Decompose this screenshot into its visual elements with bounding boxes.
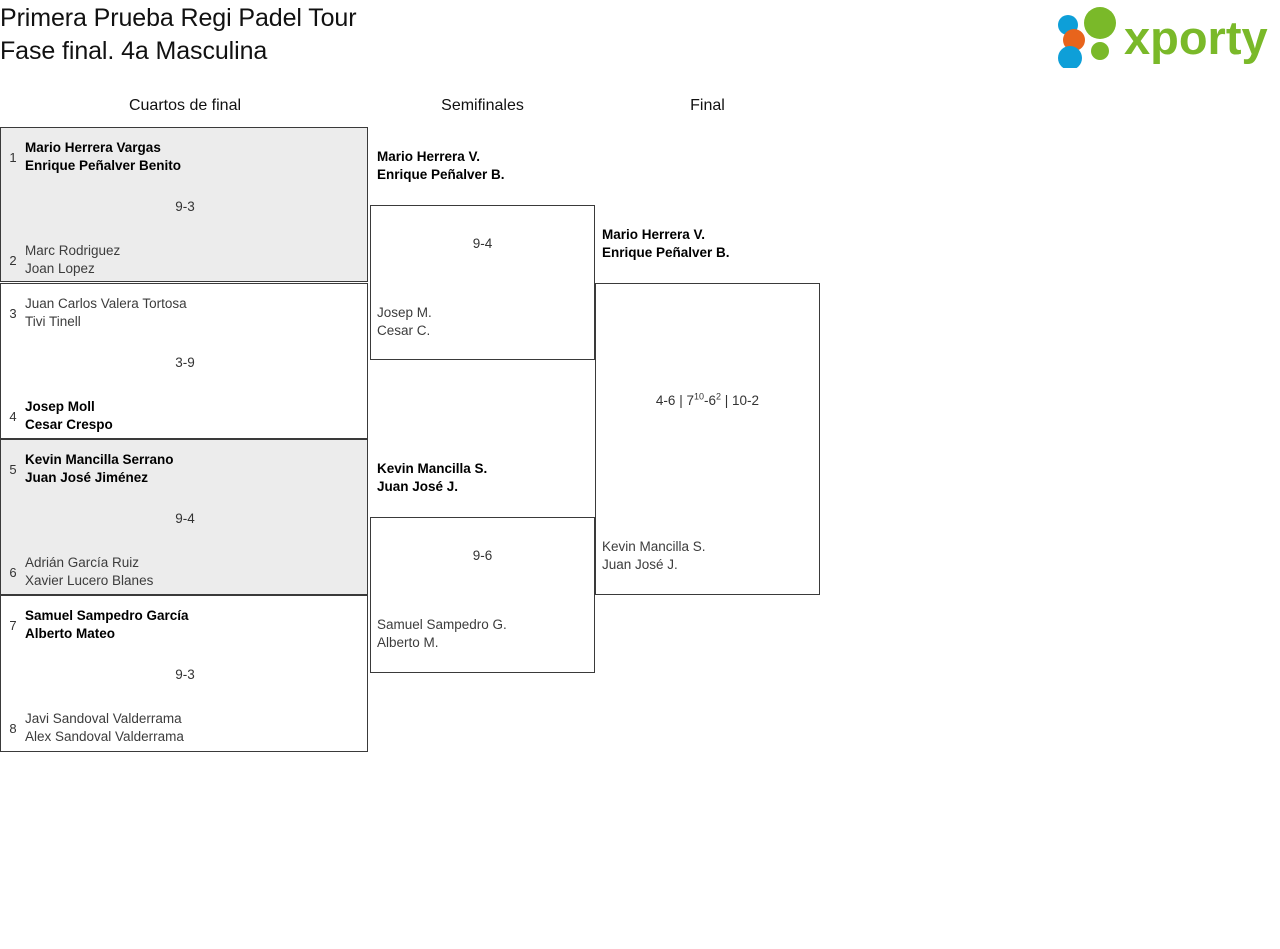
player-name: Juan José Jiménez xyxy=(25,470,149,485)
player-name: Cesar Crespo xyxy=(25,417,113,432)
player-name: Kevin Mancilla S. xyxy=(377,461,488,476)
team-names: Josep Moll Cesar Crespo xyxy=(25,398,369,434)
match-quarterfinal-2[interactable]: 3 Juan Carlos Valera Tortosa Tivi Tinell… xyxy=(0,283,368,439)
player-name: Juan José J. xyxy=(602,557,678,572)
player-name: Enrique Peñalver Benito xyxy=(25,158,182,173)
round-header-final: Final xyxy=(690,97,725,114)
player-name: Tivi Tinell xyxy=(25,314,81,329)
team-names: Adrián García Ruiz Xavier Lucero Blanes xyxy=(25,554,369,590)
table-row[interactable]: 2 Marc Rodriguez Joan Lopez xyxy=(1,242,369,278)
table-row[interactable]: 6 Adrián García Ruiz Xavier Lucero Blane… xyxy=(1,554,369,590)
final-bottom-team: Kevin Mancilla S. Juan José J. xyxy=(602,538,706,574)
table-row[interactable]: 7 Samuel Sampedro García Alberto Mateo xyxy=(1,607,369,643)
player-name: Marc Rodriguez xyxy=(25,243,121,258)
player-name: Josep M. xyxy=(377,305,432,320)
score-separator: | xyxy=(675,393,687,408)
match-quarterfinal-1[interactable]: 1 Mario Herrera Vargas Enrique Peñalver … xyxy=(0,127,368,282)
final-score-set3: 10-2 xyxy=(732,393,760,408)
player-name: Joan Lopez xyxy=(25,261,95,276)
final-score-set1: 4-6 xyxy=(655,393,676,408)
match-score: 9-6 xyxy=(472,548,493,563)
player-name: Josep Moll xyxy=(25,399,95,414)
player-name: Mario Herrera Vargas xyxy=(25,140,161,155)
table-row[interactable]: 8 Javi Sandoval Valderrama Alex Sandoval… xyxy=(1,710,369,746)
team-names: Juan Carlos Valera Tortosa Tivi Tinell xyxy=(25,295,369,331)
final-tiebreak-b: 2 xyxy=(716,391,722,402)
player-name: Enrique Peñalver B. xyxy=(377,167,505,182)
final-top-team: Mario Herrera V. Enrique Peñalver B. xyxy=(602,226,730,262)
match-final[interactable] xyxy=(595,283,820,595)
player-name: Juan Carlos Valera Tortosa xyxy=(25,296,187,311)
match-quarterfinal-4[interactable]: 7 Samuel Sampedro García Alberto Mateo 9… xyxy=(0,595,368,752)
match-quarterfinal-3[interactable]: 5 Kevin Mancilla Serrano Juan José Jimén… xyxy=(0,439,368,595)
seed-number: 1 xyxy=(9,149,17,165)
match-semifinal-2[interactable] xyxy=(370,517,595,673)
table-row[interactable]: 3 Juan Carlos Valera Tortosa Tivi Tinell xyxy=(1,295,369,331)
player-name: Adrián García Ruiz xyxy=(25,555,140,570)
player-name: Cesar C. xyxy=(377,323,431,338)
team-names: Samuel Sampedro García Alberto Mateo xyxy=(25,607,369,643)
xporty-logo[interactable]: xporty xyxy=(1052,6,1278,68)
logo-dots-icon xyxy=(1058,7,1116,68)
team-names: Kevin Mancilla Serrano Juan José Jiménez xyxy=(25,451,369,487)
round-header-quarterfinals: Cuartos de final xyxy=(128,97,242,114)
seed-number: 7 xyxy=(9,617,17,633)
player-name: Alberto M. xyxy=(377,635,439,650)
seed-number: 5 xyxy=(9,461,17,477)
team-names: Mario Herrera Vargas Enrique Peñalver Be… xyxy=(25,139,369,175)
player-name: Kevin Mancilla Serrano xyxy=(25,452,174,467)
seed-number: 2 xyxy=(9,252,17,268)
tournament-phase: Fase final. 4a Masculina xyxy=(0,37,268,65)
player-name: Alberto Mateo xyxy=(25,626,116,641)
logo-wordmark: xporty xyxy=(1124,11,1268,64)
seed-number: 6 xyxy=(9,564,17,580)
team-names: Javi Sandoval Valderrama Alex Sandoval V… xyxy=(25,710,369,746)
table-row[interactable]: 1 Mario Herrera Vargas Enrique Peñalver … xyxy=(1,139,369,175)
match-score: 3-9 xyxy=(175,355,195,370)
player-name: Mario Herrera V. xyxy=(377,149,481,164)
seed-number: 4 xyxy=(9,408,17,424)
final-score-set2-a: 7 xyxy=(686,393,694,408)
player-name: Alex Sandoval Valderrama xyxy=(25,729,184,744)
round-header-semifinals: Semifinales xyxy=(441,97,524,114)
match-score: 9-4 xyxy=(472,236,493,251)
table-row[interactable]: 4 Josep Moll Cesar Crespo xyxy=(1,398,369,434)
score-separator: | xyxy=(721,393,733,408)
final-match-score: 4-6 | 710-62 | 10-2 xyxy=(595,391,820,409)
player-name: Javi Sandoval Valderrama xyxy=(25,711,182,726)
final-score-set2-b: -6 xyxy=(703,393,716,408)
seed-number: 3 xyxy=(9,305,17,321)
semifinal-1-top-team: Mario Herrera V. Enrique Peñalver B. xyxy=(377,148,505,184)
player-name: Mario Herrera V. xyxy=(602,227,706,242)
player-name: Juan José J. xyxy=(377,479,459,494)
player-name: Kevin Mancilla S. xyxy=(602,539,706,554)
final-tiebreak-a: 10 xyxy=(693,391,704,402)
table-row[interactable]: 5 Kevin Mancilla Serrano Juan José Jimén… xyxy=(1,451,369,487)
player-name: Enrique Peñalver B. xyxy=(602,245,730,260)
player-name: Xavier Lucero Blanes xyxy=(25,573,154,588)
match-score: 9-3 xyxy=(175,199,195,214)
match-score: 9-4 xyxy=(175,511,195,526)
semifinal-2-top-team: Kevin Mancilla S. Juan José J. xyxy=(377,460,487,496)
semifinal-2-bottom-team: Samuel Sampedro G. Alberto M. xyxy=(377,616,507,652)
team-names: Marc Rodriguez Joan Lopez xyxy=(25,242,369,278)
match-semifinal-1[interactable] xyxy=(370,205,595,360)
seed-number: 8 xyxy=(9,720,17,736)
page-title: Primera Prueba Regi Padel Tour Fase fina… xyxy=(0,2,820,68)
semifinal-1-bottom-team: Josep M. Cesar C. xyxy=(377,304,432,340)
player-name: Samuel Sampedro García xyxy=(25,608,189,623)
player-name: Samuel Sampedro G. xyxy=(377,617,507,632)
match-score: 9-3 xyxy=(175,667,195,682)
page-header: Primera Prueba Regi Padel Tour Fase fina… xyxy=(0,0,1280,86)
tournament-name: Primera Prueba Regi Padel Tour xyxy=(0,4,357,32)
